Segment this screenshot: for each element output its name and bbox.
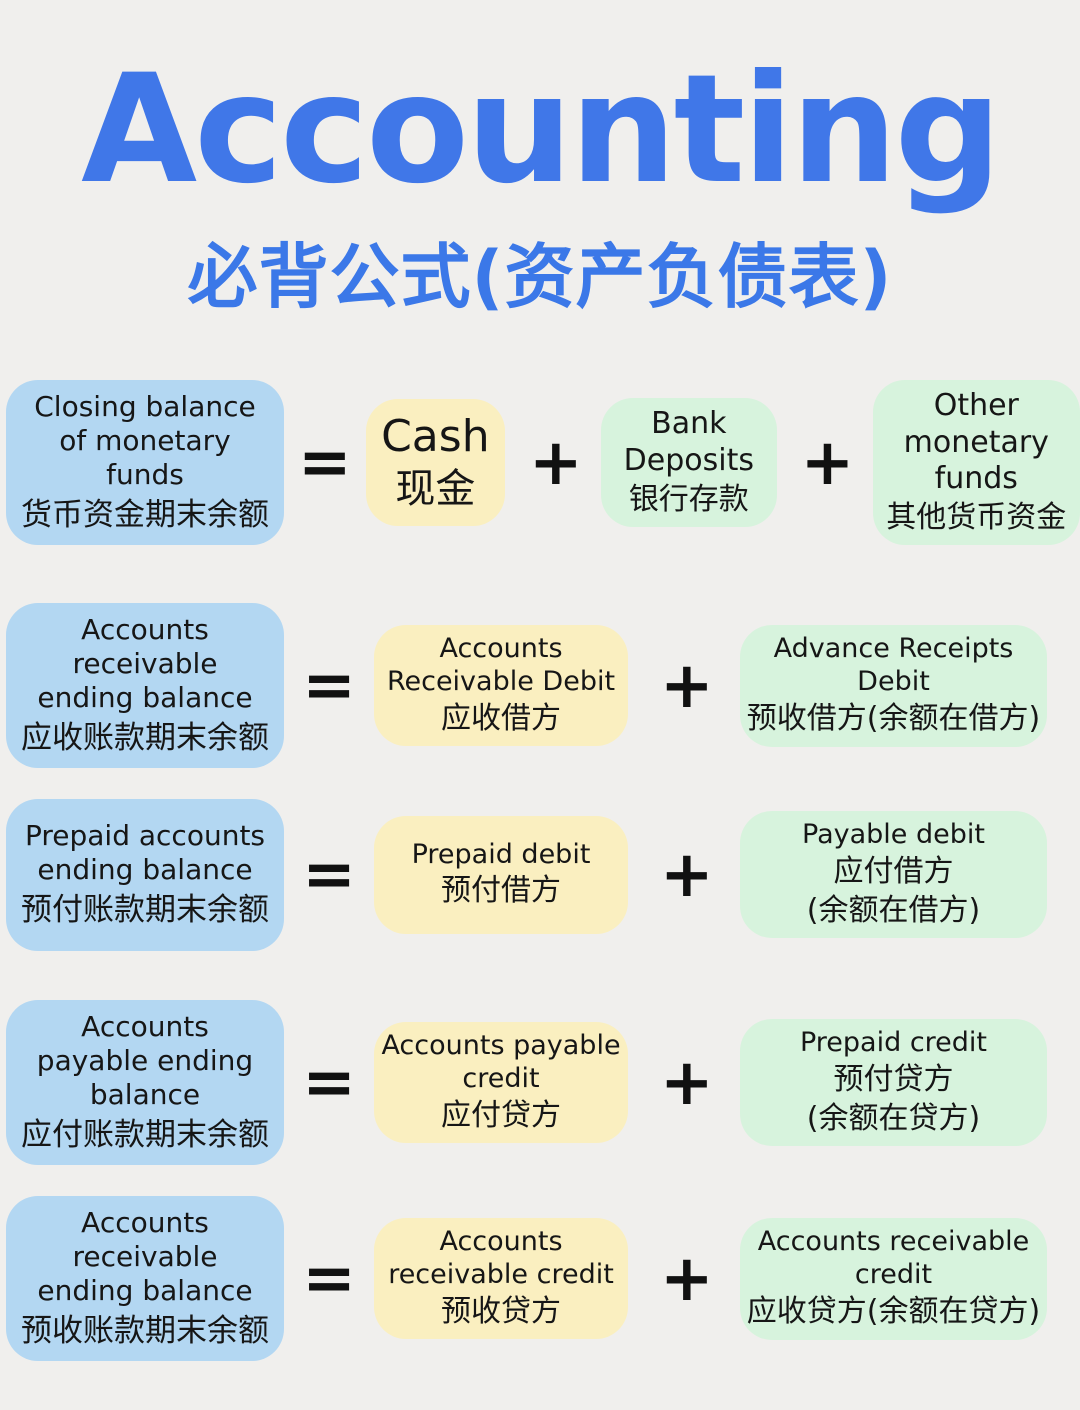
term-box-ap-credit: Accounts payable credit 应付贷方 (374, 1022, 628, 1143)
result-label-en: Prepaid accounts ending balance (24, 819, 266, 887)
result-box-prepaid-accounts: Prepaid accounts ending balance 预付账款期末余额 (6, 798, 284, 951)
result-label-zh: 应付账款期末余额 (21, 1116, 269, 1153)
equals-sign: = (302, 648, 356, 723)
term-label-zh: 应收贷方(余额在贷方) (746, 1293, 1041, 1329)
formula-row-accounts-payable: Accounts payable ending balance 应付账款期末余额… (0, 1000, 1080, 1165)
term-box-ar-debit: Accounts Receivable Debit 应收借方 (374, 625, 628, 746)
term-label-en: Other monetary funds (903, 388, 1049, 497)
term-box-ar-credit: Accounts receivable credit 应收贷方(余额在贷方) (740, 1217, 1047, 1340)
equals-sign: = (302, 837, 356, 912)
term-label-en: Accounts Receivable Debit (386, 633, 616, 697)
term-label-en: Cash (381, 410, 490, 462)
result-label-zh: 货币资金期末余额 (21, 496, 269, 533)
result-label-zh: 预付账款期末余额 (21, 891, 269, 928)
plus-sign: + (660, 837, 714, 912)
result-box-advance-receipts: Accounts receivable ending balance 预收账款期… (6, 1196, 284, 1361)
term-box-bank-deposits: Bank Deposits 银行存款 (601, 398, 777, 527)
term-label-en: Accounts receivable credit (388, 1226, 614, 1290)
equals-sign: = (302, 1241, 356, 1316)
term-box-prepaid-credit: Prepaid credit 预付贷方 (余额在贷方) (740, 1019, 1047, 1146)
term-label-en: Prepaid credit (799, 1027, 988, 1059)
plus-sign: + (660, 1045, 714, 1120)
result-box-monetary-funds: Closing balance of monetary funds 货币资金期末… (6, 380, 284, 545)
term-label-zh: 预收贷方 (441, 1293, 561, 1329)
result-box-accounts-payable: Accounts payable ending balance 应付账款期末余额 (6, 1000, 284, 1165)
page-title: Accounting (81, 43, 1002, 217)
plus-sign: + (800, 425, 855, 500)
result-label-en: Accounts receivable ending balance (37, 613, 253, 715)
term-box-cash: Cash 现金 (365, 399, 506, 526)
term-label-en: Prepaid debit (411, 838, 591, 870)
term-box-prepaid-debit: Prepaid debit 预付借方 (374, 815, 628, 934)
plus-sign: + (660, 648, 714, 723)
term-label-zh: 预收借方(余额在借方) (746, 700, 1041, 736)
formula-row-advance-receipts: Accounts receivable ending balance 预收账款期… (0, 1196, 1080, 1361)
result-label-zh: 应收账款期末余额 (21, 719, 269, 756)
equals-sign: = (302, 1045, 356, 1120)
page-subtitle: 必背公式(资产负债表) (187, 236, 893, 318)
result-label-en: Accounts receivable ending balance (37, 1206, 253, 1308)
term-box-advance-receipts-debit: Advance Receipts Debit 预收借方(余额在借方) (740, 624, 1047, 747)
result-label-zh: 预收账款期末余额 (21, 1312, 269, 1349)
term-label-zh: 应收借方 (441, 700, 561, 736)
formula-row-monetary-funds: Closing balance of monetary funds 货币资金期末… (0, 380, 1080, 545)
formula-row-accounts-receivable: Accounts receivable ending balance 应收账款期… (0, 603, 1080, 768)
term-label-zh: 应付贷方 (441, 1097, 561, 1133)
term-label-en: Payable debit (802, 819, 985, 851)
term-label-zh: 银行存款 (628, 481, 749, 517)
formula-row-prepaid-accounts: Prepaid accounts ending balance 预付账款期末余额… (0, 792, 1080, 957)
term-label-en: Bank Deposits (623, 406, 754, 478)
term-label-en: Accounts payable credit (381, 1030, 621, 1094)
result-label-en: Closing balance of monetary funds (34, 390, 256, 492)
term-label-zh: 预付贷方 (833, 1061, 954, 1097)
term-label-zh: 其他货币资金 (886, 499, 1067, 535)
term-label-zh: 预付借方 (441, 873, 561, 909)
term-box-payable-debit: Payable debit 应付借方 (余额在借方) (740, 811, 1047, 938)
term-label-zh-note: (余额在贷方) (806, 1100, 981, 1136)
plus-sign: + (660, 1241, 714, 1316)
result-box-accounts-receivable: Accounts receivable ending balance 应收账款期… (6, 603, 284, 768)
term-box-advance-receipts-credit: Accounts receivable credit 预收贷方 (374, 1218, 628, 1339)
term-box-other-monetary-funds: Other monetary funds 其他货币资金 (872, 380, 1080, 545)
term-label-zh: 现金 (395, 466, 476, 513)
term-label-en: Advance Receipts Debit (773, 633, 1014, 697)
equals-sign: = (298, 425, 352, 500)
term-label-en: Accounts receivable credit (757, 1226, 1030, 1290)
term-label-zh: 应付借方 (833, 853, 954, 889)
result-label-en: Accounts payable ending balance (36, 1010, 254, 1112)
plus-sign: + (529, 425, 583, 500)
term-label-zh-note: (余额在借方) (806, 892, 981, 928)
page-header: Accounting 必背公式(资产负债表) (0, 48, 1080, 322)
